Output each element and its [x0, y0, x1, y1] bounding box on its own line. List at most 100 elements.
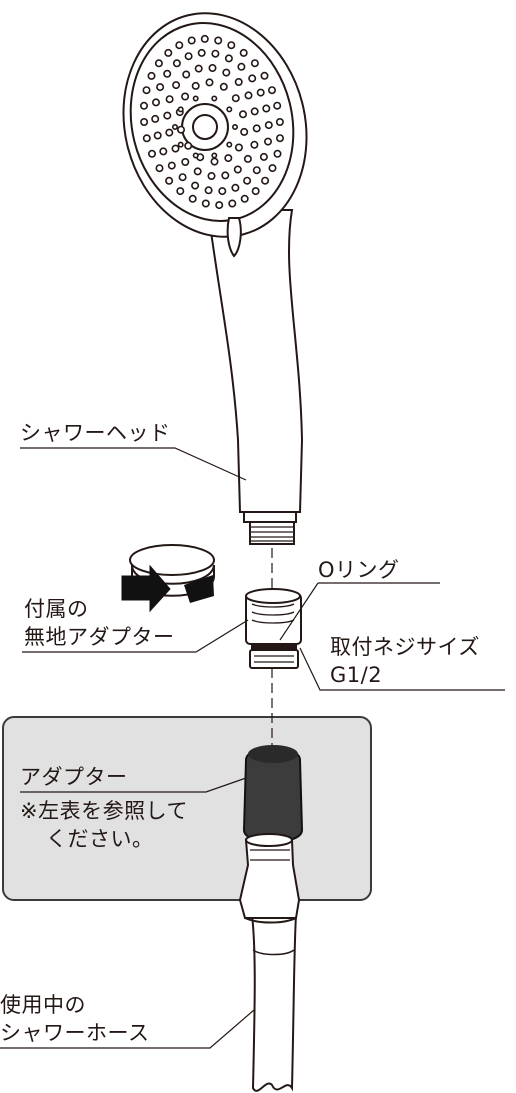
adapter-label: アダプター: [20, 765, 128, 789]
nozzle: [233, 165, 242, 174]
nozzle: [207, 172, 216, 181]
nozzle: [181, 158, 190, 167]
nozzle: [267, 86, 276, 95]
nozzle: [243, 176, 252, 185]
adapter-note-line2: ください。: [46, 827, 154, 851]
nozzle: [227, 41, 236, 50]
nozzle: [204, 186, 213, 195]
center-jet: [177, 106, 184, 113]
nozzle: [240, 127, 249, 136]
supplied-adapter: [245, 588, 302, 669]
nozzle: [187, 36, 196, 45]
nozzle: [177, 125, 186, 134]
hose-label-line1: 使用中の: [0, 993, 86, 1017]
nozzle: [243, 154, 252, 163]
nozzle: [184, 141, 193, 150]
nozzle: [215, 201, 224, 210]
nozzle: [263, 137, 272, 146]
supplied-adapter-label-line2: 無地アダプター: [24, 625, 175, 649]
nozzle: [250, 140, 259, 149]
nozzle: [142, 86, 151, 95]
nozzle: [148, 149, 157, 158]
nozzle: [175, 41, 184, 50]
nozzle: [252, 124, 261, 133]
thread-size-label-line2: G1/2: [330, 663, 383, 687]
nozzle: [163, 69, 172, 78]
nozzle: [151, 114, 160, 123]
nozzle: [182, 70, 191, 79]
nozzle: [228, 199, 237, 208]
nozzle: [193, 167, 202, 176]
center-jet: [192, 152, 199, 159]
nozzle: [178, 173, 187, 182]
nozzle: [250, 59, 259, 68]
nozzle: [224, 54, 233, 63]
nozzle: [155, 164, 164, 173]
hose-label-line2: シャワーホース: [0, 1021, 150, 1045]
nozzle: [163, 111, 172, 120]
nozzle: [234, 143, 243, 152]
nozzle: [188, 194, 197, 203]
nozzle: [261, 176, 270, 185]
nozzle: [197, 48, 206, 57]
adapter-callout-box: [2, 716, 372, 901]
center-jet: [211, 152, 218, 159]
center-jet: [211, 95, 218, 102]
nozzle: [164, 48, 173, 57]
nozzle: [231, 94, 240, 103]
adapter-note-line1: ※左表を参照して: [20, 799, 188, 823]
nozzle: [156, 83, 165, 92]
shower-head: [122, 12, 308, 545]
nozzle: [165, 128, 174, 137]
nozzle: [264, 121, 273, 130]
nozzle: [140, 118, 149, 127]
nozzle: [262, 104, 271, 113]
nozzle: [200, 34, 209, 43]
nozzle: [214, 36, 223, 45]
nozzle: [171, 144, 180, 153]
shower-hose: [238, 833, 301, 1092]
nozzle: [147, 71, 156, 80]
nozzle: [260, 71, 269, 80]
nozzle: [251, 187, 260, 196]
nozzle: [159, 147, 168, 156]
nozzle: [248, 74, 257, 83]
nozzle: [273, 149, 282, 158]
nozzle: [191, 181, 200, 190]
nozzle: [239, 110, 248, 119]
nozzle: [172, 59, 181, 68]
nozzle: [184, 52, 193, 61]
nozzle: [211, 49, 220, 58]
rotate-arrow-icon: [121, 544, 215, 613]
nozzle: [201, 199, 210, 208]
center-jet: [172, 124, 179, 131]
nozzle: [194, 64, 203, 73]
nozzle: [275, 118, 284, 127]
nozzle: [237, 62, 246, 71]
nozzle: [244, 91, 253, 100]
nozzle: [231, 183, 240, 192]
nozzle: [172, 81, 181, 90]
nozzle: [273, 101, 282, 110]
nozzle: [218, 187, 227, 196]
nozzle: [205, 78, 214, 87]
nozzle: [234, 78, 243, 87]
spray-nozzles: [140, 34, 284, 210]
nozzle: [219, 82, 228, 91]
nozzle: [208, 64, 217, 73]
nozzle: [259, 152, 268, 161]
nozzle: [142, 134, 151, 143]
nozzle: [250, 107, 259, 116]
nozzle: [165, 176, 174, 185]
supplied-adapter-label-line1: 付属の: [24, 597, 89, 621]
center-jet: [177, 141, 184, 148]
center-jet: [226, 106, 233, 113]
nozzle: [181, 92, 190, 101]
nozzle: [152, 98, 161, 107]
thread-size-label-line1: 取付ネジサイズ: [330, 635, 480, 659]
nozzle: [167, 161, 176, 170]
center-jet: [232, 124, 239, 131]
adapter-part: [242, 745, 304, 843]
nozzle: [176, 187, 185, 196]
